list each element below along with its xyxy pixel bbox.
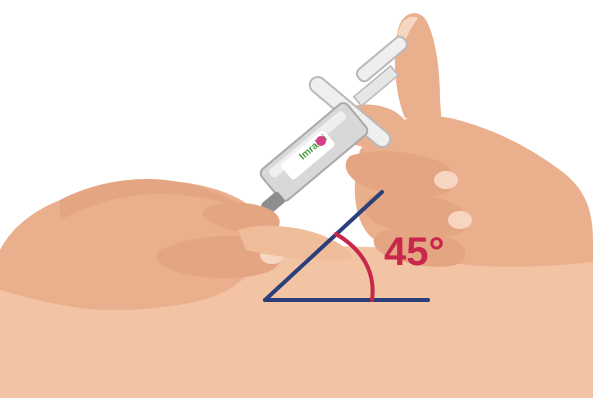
brand-logo-icon [316, 136, 326, 146]
right-hand-icon [327, 13, 593, 267]
angle-label: 45° [384, 230, 445, 274]
